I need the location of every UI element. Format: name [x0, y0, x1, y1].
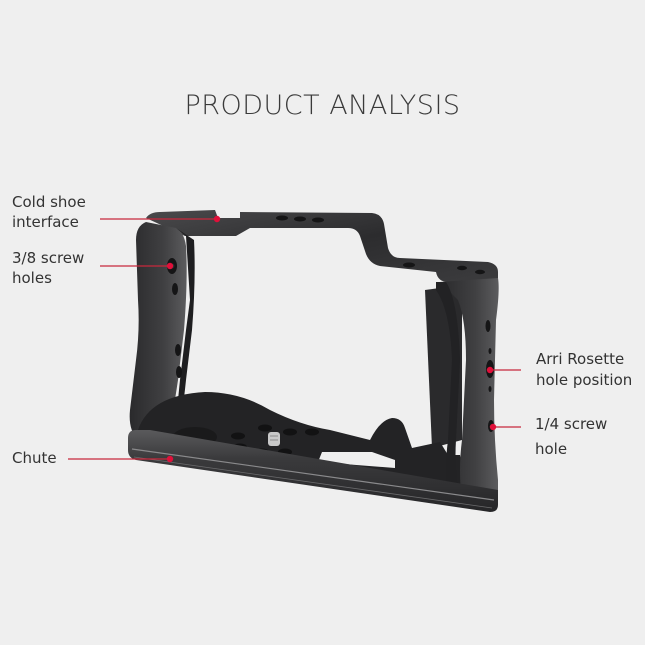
callout-screw-14: 1/4 screw hole	[535, 412, 607, 462]
callout-screw-14-line1: 1/4 screw	[535, 415, 608, 433]
callout-cold-shoe: Cold shoe interface	[12, 192, 86, 232]
callout-arri-line1: Arri Rosette	[536, 350, 625, 368]
right-upright	[440, 278, 499, 505]
tripod-screw	[268, 432, 280, 446]
cold-shoe-marker	[213, 215, 221, 223]
chute-marker	[166, 455, 174, 463]
callout-screw-38-line1: 3/8 screw	[12, 249, 85, 267]
callout-arri: Arri Rosette hole position	[536, 349, 632, 391]
callout-screw-14-line2: hole	[535, 440, 568, 458]
arri-marker	[486, 366, 494, 374]
callout-chute-line1: Chute	[12, 449, 57, 467]
screw-38-marker	[166, 262, 174, 270]
callout-screw-38: 3/8 screw holes	[12, 248, 84, 288]
screw-14-marker	[489, 423, 497, 431]
callout-chute: Chute	[12, 448, 57, 468]
callout-arri-line2: hole position	[536, 371, 633, 389]
callout-cold-shoe-line2: interface	[12, 213, 79, 231]
callout-screw-38-line2: holes	[12, 269, 52, 287]
front-rail	[128, 430, 498, 512]
callout-cold-shoe-line1: Cold shoe	[12, 193, 86, 211]
page-title: PRODUCT ANALYSIS	[184, 90, 461, 121]
left-upright	[129, 222, 187, 440]
